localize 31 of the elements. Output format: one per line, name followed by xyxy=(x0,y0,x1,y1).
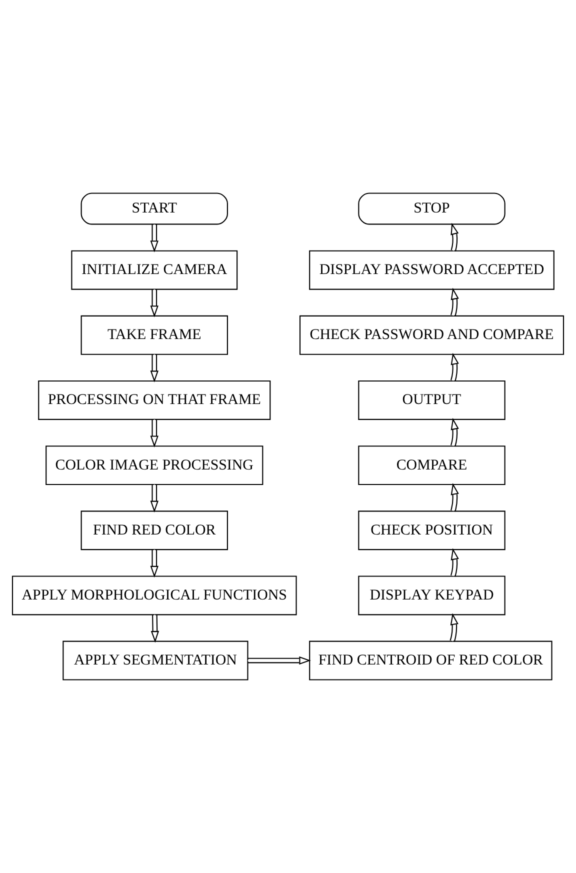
arrow xyxy=(150,224,158,252)
node-box: FIND CENTROID OF RED COLOR xyxy=(309,640,552,680)
arrow xyxy=(150,614,160,643)
arrow xyxy=(150,484,158,513)
node-box: COLOR IMAGE PROCESSING xyxy=(46,446,264,486)
arrow xyxy=(150,550,158,578)
node-box: STOP xyxy=(358,192,506,225)
arrow xyxy=(450,352,459,382)
arrow xyxy=(450,483,459,512)
arrow xyxy=(450,548,459,577)
node-box: TAKE FRAME xyxy=(80,315,228,355)
node-box: INITIALIZE CAMERA xyxy=(71,250,238,290)
arrow xyxy=(150,420,158,448)
node-box: CHECK POSITION xyxy=(358,510,506,550)
arrow xyxy=(150,289,158,318)
node-box: DISPLAY PASSWORD ACCEPTED xyxy=(309,250,554,290)
node-box: CHECK PASSWORD AND COMPARE xyxy=(299,315,564,355)
node-box: DISPLAY KEYPAD xyxy=(358,576,506,616)
node-box: APPLY MORPHOLOGICAL FUNCTIONS xyxy=(12,576,297,616)
arrow xyxy=(450,613,458,642)
arrow xyxy=(150,354,158,382)
arrow xyxy=(450,288,459,316)
arrow xyxy=(450,418,459,447)
node-box: FIND RED COLOR xyxy=(80,510,228,550)
node-box: COMPARE xyxy=(358,446,506,486)
node-box: OUTPUT xyxy=(358,380,506,420)
node-box: APPLY SEGMENTATION xyxy=(62,640,248,680)
arrow xyxy=(450,222,459,252)
arrow xyxy=(248,656,311,665)
node-box: PROCESSING ON THAT FRAME xyxy=(38,380,271,420)
node-box: START xyxy=(80,192,228,225)
